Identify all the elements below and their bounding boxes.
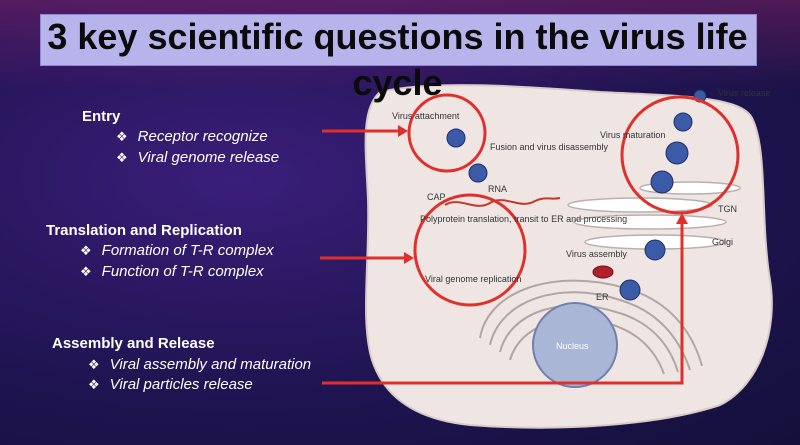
label-virus-assembly: Virus assembly	[566, 249, 627, 259]
label-virus-release: Virus release	[718, 88, 770, 98]
red-arrows	[320, 125, 688, 385]
label-golgi: Golgi	[712, 237, 733, 247]
bullet-item: ❖ Viral particles release	[88, 376, 253, 393]
golgi-stacks	[567, 181, 741, 250]
label-fusion: Fusion and virus disassembly	[490, 142, 609, 152]
bullet-text: Viral particles release	[109, 376, 253, 393]
label-nucleus: Nucleus	[556, 341, 589, 351]
bullet-text: Viral assembly and maturation	[109, 356, 312, 373]
bullet-text: Function of T-R complex	[101, 263, 264, 280]
page-title: 3 key scientific questions in the virus …	[47, 16, 748, 103]
bullet-item: ❖ Formation of T-R complex	[80, 242, 274, 259]
section-heading-translation: Translation and Replication	[46, 222, 242, 239]
label-viral-genome-replication: Viral genome replication	[425, 274, 521, 284]
bullet-item: ❖ Function of T-R complex	[80, 263, 264, 280]
label-rna: RNA	[488, 184, 507, 194]
bullet-item: ❖ Viral genome release	[116, 149, 279, 166]
diamond-bullet-icon: ❖	[116, 150, 128, 165]
title-bar	[40, 14, 757, 66]
diamond-bullet-icon: ❖	[80, 243, 92, 258]
label-cap: CAP	[427, 192, 446, 202]
cell-membrane	[364, 84, 773, 429]
diamond-bullet-icon: ❖	[80, 264, 92, 279]
label-tgn: TGN	[718, 204, 737, 214]
bullet-text: Receptor recognize	[137, 128, 268, 145]
bullet-item: ❖ Receptor recognize	[116, 128, 268, 145]
nucleus	[532, 302, 618, 388]
section-heading-assembly: Assembly and Release	[52, 335, 215, 352]
rna-strand	[444, 197, 561, 207]
diamond-bullet-icon: ❖	[88, 357, 100, 372]
label-virus-maturation: Virus maturation	[600, 130, 665, 140]
virus-particles	[446, 89, 707, 301]
diamond-bullet-icon: ❖	[116, 129, 128, 144]
section-heading-entry: Entry	[82, 108, 121, 125]
highlight-circles	[407, 93, 740, 307]
label-er: ER	[596, 292, 609, 302]
bullet-text: Viral genome release	[137, 149, 280, 166]
er-membranes	[479, 279, 703, 375]
bullet-item: ❖ Viral assembly and maturation	[88, 356, 311, 373]
label-virus-attachment: Virus attachment	[392, 111, 460, 121]
diamond-bullet-icon: ❖	[88, 377, 100, 392]
label-polyprotein: Polyprotein translation, transit to ER a…	[420, 214, 627, 224]
bullet-text: Formation of T-R complex	[101, 242, 274, 259]
